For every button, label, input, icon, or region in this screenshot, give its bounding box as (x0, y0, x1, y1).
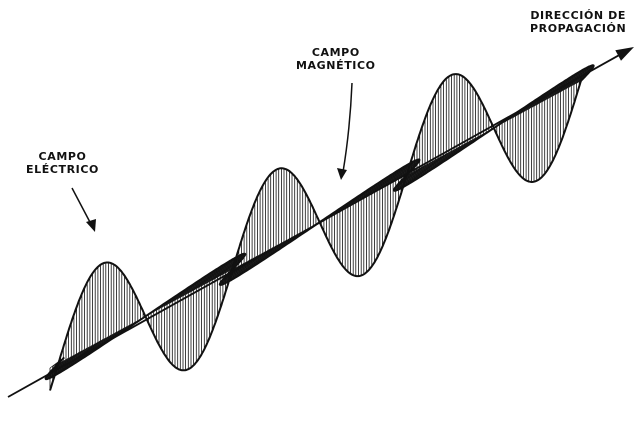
magnetic-hatch-line (188, 256, 237, 294)
magnetic-hatch-line (190, 255, 240, 293)
magnetic-hatch-line (400, 152, 450, 189)
magnetic-field-label: CAMPO MAGNÉTICO (296, 46, 376, 72)
magnetic-hatch-line (204, 253, 246, 285)
magnetic-label-arrow (342, 82, 353, 173)
magnetic-hatch-line (395, 164, 426, 188)
electric-field-label: CAMPO ELÉCTRICO (26, 150, 99, 176)
magnetic-hatch-line (398, 153, 447, 190)
magnetic-hatch-line (393, 162, 431, 190)
propagation-arrowhead (615, 47, 634, 61)
electric-label-line-1: CAMPO (38, 150, 87, 163)
magnetic-label-line-1: CAMPO (311, 46, 360, 59)
propagation-direction-label: DIRECCIÓN DE PROPAGACIÓN (530, 9, 626, 35)
magnetic-hatch-line (394, 157, 439, 191)
magnetic-hatch-line (366, 160, 415, 198)
magnetic-hatch-line (217, 258, 243, 278)
direction-label-line-1: DIRECCIÓN DE (530, 9, 626, 22)
electric-label-line-2: ELÉCTRICO (26, 163, 100, 176)
magnetic-hatch-line (403, 150, 452, 188)
electric-label-arrow (71, 187, 93, 227)
magnetic-hatch-line (201, 253, 245, 287)
magnetic-hatch-line (45, 349, 85, 379)
magnetic-hatch-line (406, 149, 455, 186)
propagation-axis (7, 52, 623, 398)
magnetic-hatch-line (394, 163, 428, 189)
electric-field-wave (49, 73, 583, 391)
magnetic-hatch-line (360, 163, 410, 200)
electric-label-arrowhead (86, 219, 96, 232)
magnetic-hatch-line (393, 160, 434, 191)
magnetic-hatch-line (193, 254, 242, 291)
magnetic-hatch-line (368, 160, 417, 196)
magnetic-hatch-line (363, 162, 413, 199)
magnetic-label-line-2: MAGNÉTICO (296, 59, 376, 72)
magnetic-label-arrowhead (337, 168, 347, 180)
electric-field-hatching (49, 74, 580, 391)
direction-label-line-2: PROPAGACIÓN (530, 22, 627, 35)
